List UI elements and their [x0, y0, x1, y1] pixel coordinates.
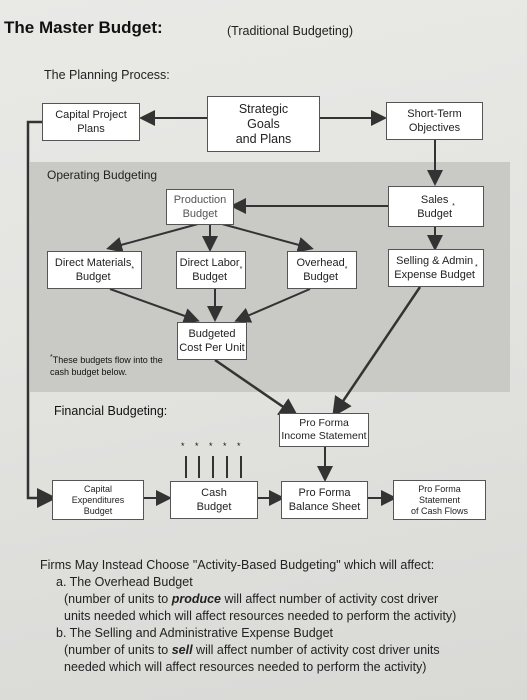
activity-b-bold: sell [171, 643, 193, 657]
sales-budget-star: * [452, 202, 455, 210]
activity-item-b-title: b. The Selling and Administrative Expens… [56, 626, 334, 640]
strategic-goals-box: Strategic Goals and Plans [207, 96, 320, 152]
direct-labor-label: Direct Labor Budget [179, 257, 240, 283]
pro-forma-cash-flows-box: Pro Forma Statement of Cash Flows [393, 480, 486, 520]
cash-budget-box: Cash Budget [170, 481, 258, 519]
activity-based-budgeting-note: Firms May Instead Choose "Activity-Based… [40, 557, 520, 676]
activity-item-a-title: a. The Overhead Budget [56, 575, 193, 589]
sales-budget-label: Sales Budget [417, 193, 453, 220]
selling-admin-label: Selling & Admin Expense Budget [394, 255, 475, 281]
overhead-label: Overhead Budget [296, 257, 345, 283]
cash-flow-stars: * * * * * [181, 441, 245, 451]
cash-inflow-arrows [185, 456, 242, 478]
activity-item-b-line2: needed which will affect resources neede… [64, 660, 427, 674]
capital-expenditures-budget-box: Capital Expenditures Budget [52, 480, 144, 520]
activity-intro: Firms May Instead Choose "Activity-Based… [40, 558, 435, 572]
short-term-objectives-box: Short-Term Objectives [386, 102, 483, 140]
arrow-production-to-overhead [221, 223, 314, 253]
page-title: The Master Budget: [4, 18, 163, 37]
pro-forma-balance-sheet-box: Pro Forma Balance Sheet [281, 481, 368, 519]
activity-b-pre: (number of units to [64, 643, 172, 657]
arrow-materials-to-cost [109, 288, 200, 324]
arrow-selling-to-income [332, 286, 422, 418]
activity-item-a-line2: units needed which will affect resources… [64, 609, 457, 623]
planning-process-label: The Planning Process: [44, 68, 170, 82]
page-subtitle: (Traditional Budgeting) [227, 24, 353, 38]
activity-a-post: will affect number of activity cost driv… [221, 592, 439, 606]
arrow-capital-to-expenditures [26, 120, 57, 508]
pro-forma-income-statement-box: Pro Forma Income Statement [279, 413, 369, 447]
activity-a-bold: produce [171, 592, 222, 606]
financial-budgeting-label: Financial Budgeting: [54, 404, 168, 418]
arrow-cost-to-income [214, 358, 300, 418]
direct-materials-budget-box: Direct Materials Budget* [47, 251, 142, 289]
production-budget-box: Production Budget [166, 189, 234, 225]
arrow-production-to-materials [106, 223, 199, 253]
operating-budgeting-label: Operating Budgeting [47, 168, 158, 182]
direct-materials-star: * [131, 266, 135, 273]
overhead-star: * [344, 266, 348, 273]
direct-labor-budget-box: Direct Labor Budget* [176, 251, 246, 289]
budgeted-cost-per-unit-box: Budgeted Cost Per Unit [177, 322, 247, 360]
footnote-text: These budgets flow into the cash budget … [50, 355, 163, 377]
budget-footnote: *These budgets flow into the cash budget… [50, 352, 180, 378]
sales-budget-box: Sales Budget* [388, 186, 484, 227]
overhead-budget-box: Overhead Budget* [287, 251, 357, 289]
direct-materials-label: Direct Materials Budget [54, 257, 132, 283]
activity-b-post: will affect number of activity cost driv… [192, 643, 440, 657]
arrow-overhead-to-cost [234, 288, 311, 323]
footnote-star: * [50, 354, 53, 361]
selling-admin-star: * [475, 264, 478, 271]
capital-project-plans-box: Capital Project Plans [42, 103, 140, 141]
direct-labor-star: * [239, 266, 243, 273]
activity-a-pre: (number of units to [64, 592, 172, 606]
activity-item-b-line1: (number of units to sell will affect num… [40, 642, 520, 659]
selling-admin-budget-box: Selling & Admin Expense Budget* [388, 249, 484, 287]
activity-item-a-line1: (number of units to produce will affect … [40, 591, 520, 608]
